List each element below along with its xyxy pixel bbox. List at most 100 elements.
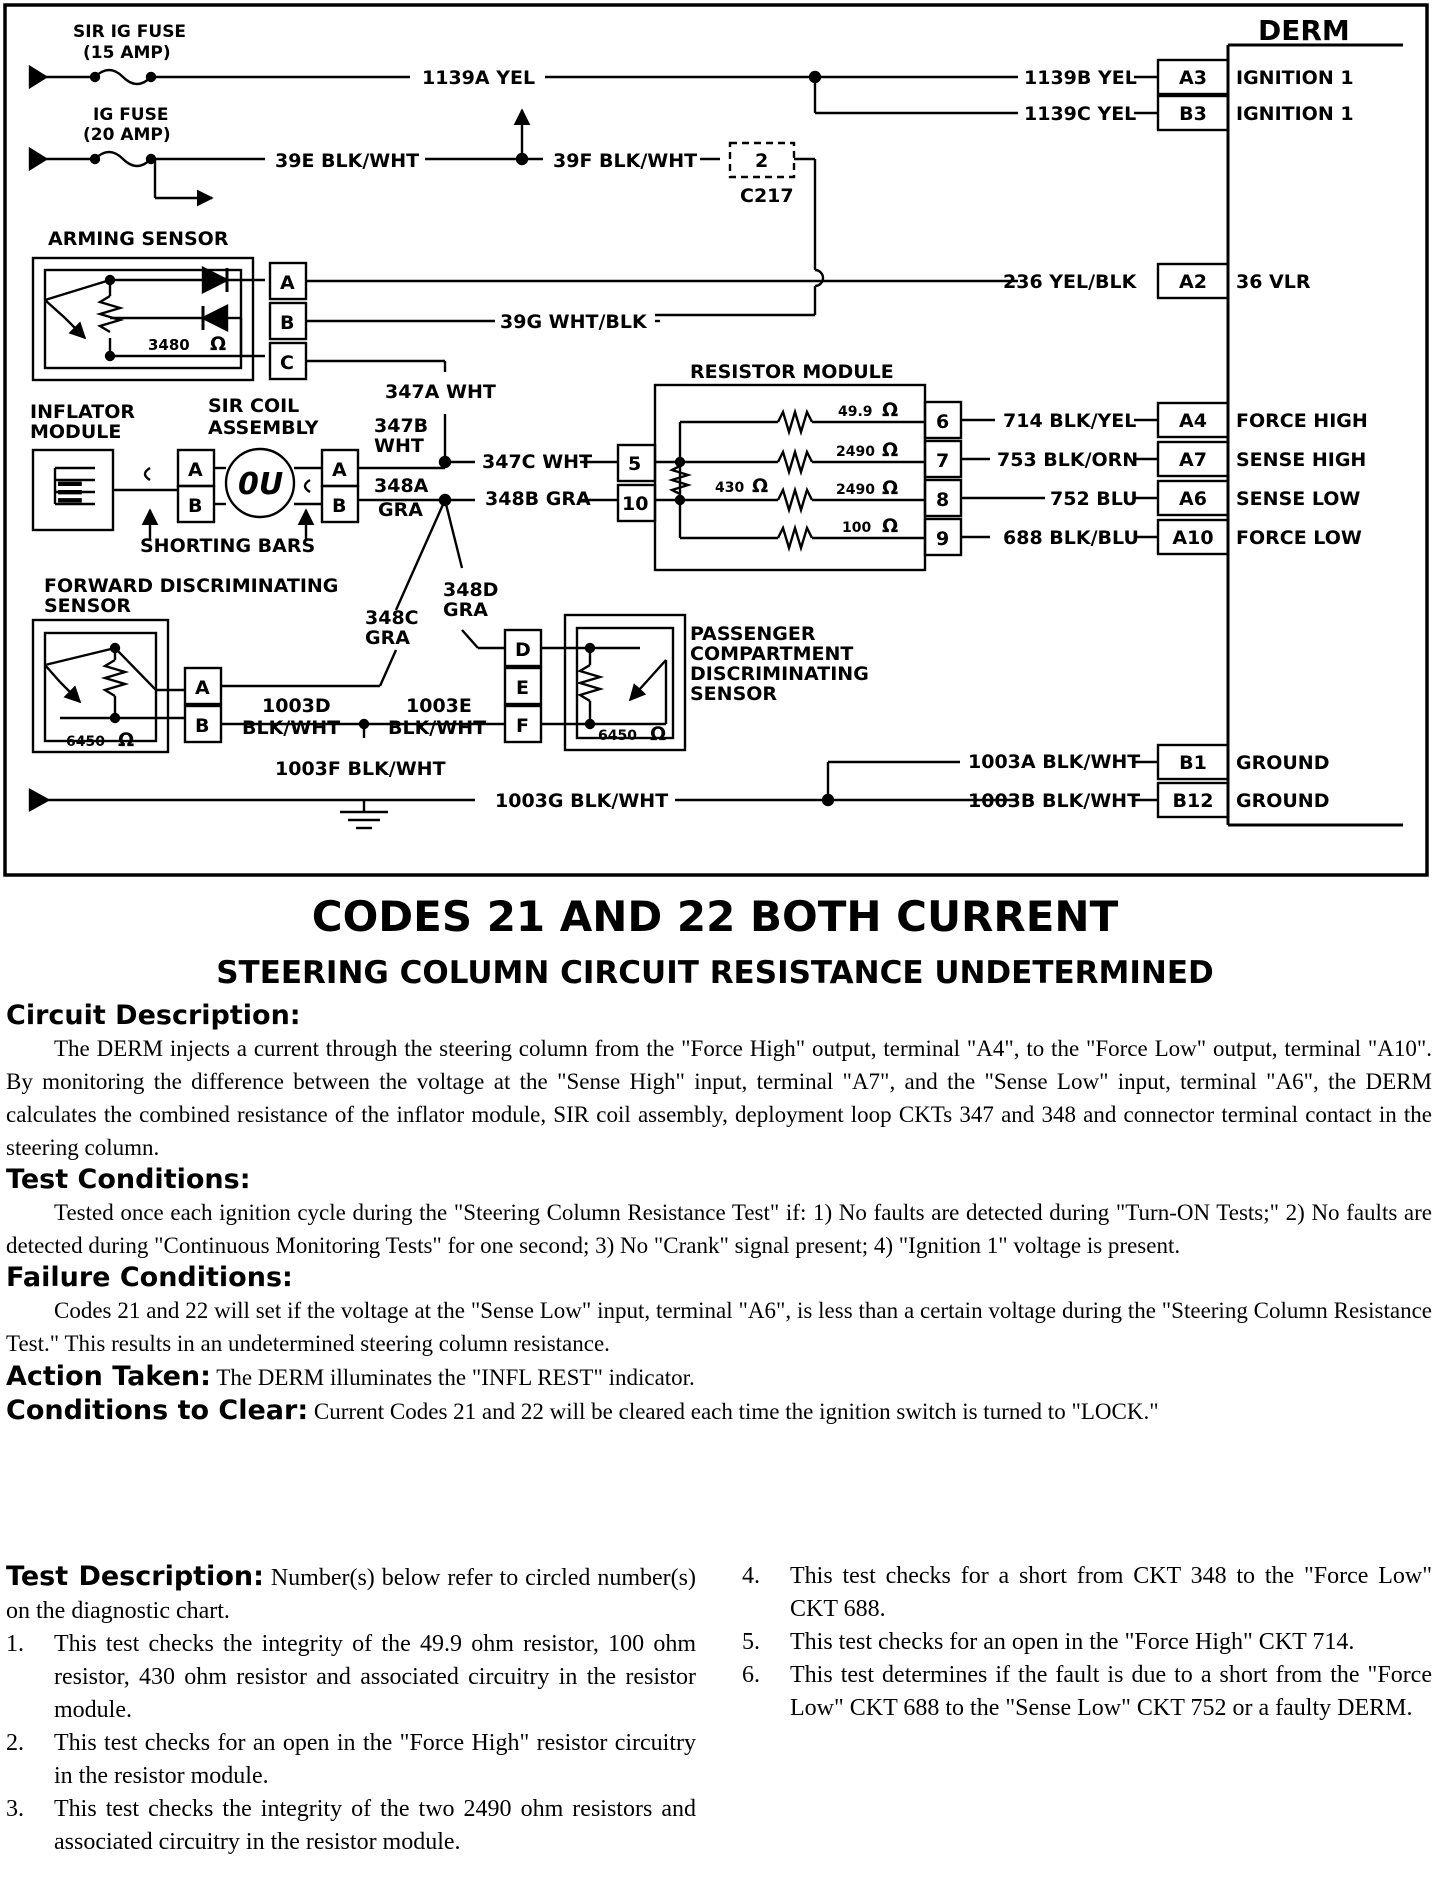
res-pin-7: 7 bbox=[936, 450, 949, 472]
test-item-text: This test checks the integrity of the tw… bbox=[54, 1796, 696, 1855]
test-item-number: 1. bbox=[6, 1631, 24, 1657]
test-item-4: 4. This test checks for a short from CKT … bbox=[742, 1560, 1432, 1626]
test-description-left-column: Test Description: Number(s) below refer … bbox=[6, 1560, 696, 1859]
test-item-number: 4. bbox=[742, 1563, 760, 1589]
wire-714: 714 BLK/YEL bbox=[1003, 410, 1136, 432]
wire-348c-2: GRA bbox=[365, 627, 410, 649]
derm-label-b1: GROUND bbox=[1236, 752, 1329, 774]
sir-ig-fuse-feed bbox=[28, 64, 49, 90]
ground-feed bbox=[28, 787, 51, 813]
r2490b-value: 2490 bbox=[836, 482, 875, 498]
circuit-description-section: Circuit Description: The DERM injects a … bbox=[6, 1000, 1432, 1164]
test-description-right-column: 4. This test checks for a short from CKT … bbox=[742, 1560, 1432, 1725]
forward-ohm: Ω bbox=[118, 729, 134, 751]
test-item-text: This test checks for a short from CKT 34… bbox=[790, 1563, 1432, 1622]
derm-label-b3: IGNITION 1 bbox=[1236, 103, 1354, 125]
derm-pin-a2: A2 bbox=[1179, 271, 1207, 293]
wiring-diagram: DERM SIR IG FUSE (15 AMP) IG FUSE (20 AM… bbox=[3, 3, 1429, 877]
ig-fuse-amp: (20 AMP) bbox=[83, 125, 171, 145]
wire-348d-1: 348D bbox=[443, 579, 498, 601]
test-item-number: 2. bbox=[6, 1730, 24, 1756]
test-item-text: This test checks the integrity of the 49… bbox=[54, 1631, 696, 1723]
forward-pin-b: B bbox=[195, 715, 209, 737]
forward-sensor-label-2: SENSOR bbox=[44, 595, 131, 617]
description-sections: Circuit Description: The DERM injects a … bbox=[6, 1000, 1432, 1428]
wire-39f: 39F BLK/WHT bbox=[553, 150, 697, 172]
wire-1003f: 1003F BLK/WHT bbox=[275, 758, 446, 780]
res-pin-5: 5 bbox=[628, 453, 641, 475]
wire-347c: 347C WHT bbox=[482, 451, 592, 473]
forward-discriminating-sensor bbox=[31, 618, 170, 754]
action-taken-section: Action Taken: The DERM illuminates the "… bbox=[6, 1360, 1432, 1394]
derm-label-a10: FORCE LOW bbox=[1236, 527, 1362, 549]
derm-pin-b12: B12 bbox=[1173, 790, 1214, 812]
res-pin-9: 9 bbox=[936, 528, 949, 550]
wire-348c-1: 348C bbox=[365, 607, 419, 629]
r2490b-ohm: Ω bbox=[882, 477, 898, 499]
passenger-sensor-label-2: COMPARTMENT bbox=[690, 643, 853, 665]
page-title: CODES 21 AND 22 BOTH CURRENT bbox=[311, 892, 1119, 941]
conditions-to-clear-text: Current Codes 21 and 22 will be cleared … bbox=[313, 1399, 1159, 1424]
derm-pin-a10: A10 bbox=[1172, 527, 1213, 549]
sir-coil-label-2: ASSEMBLY bbox=[208, 417, 319, 439]
r49-value: 49.9 bbox=[838, 404, 873, 420]
wire-1139b: 1139B YEL bbox=[1024, 67, 1137, 89]
failure-conditions-heading: Failure Conditions: bbox=[6, 1262, 293, 1293]
passenger-sensor-label-4: SENSOR bbox=[690, 683, 777, 705]
test-item-3: 3.This test checks the integrity of the … bbox=[6, 1793, 696, 1859]
wire-348a-2: GRA bbox=[378, 499, 423, 521]
coil-pin-b: B bbox=[332, 495, 346, 517]
wire-1003b: 1003B BLK/WHT bbox=[968, 790, 1140, 812]
circuit-description-text: The DERM injects a current through the s… bbox=[6, 1036, 1432, 1160]
ig-fuse-feed bbox=[28, 146, 49, 172]
test-conditions-heading: Test Conditions: bbox=[6, 1164, 251, 1195]
test-conditions-section: Test Conditions: Tested once each igniti… bbox=[6, 1164, 1432, 1262]
r2490a-value: 2490 bbox=[836, 444, 875, 460]
wire-347b-2: WHT bbox=[374, 435, 424, 457]
res-pin-10: 10 bbox=[622, 493, 648, 515]
c217-name: C217 bbox=[740, 185, 794, 207]
arming-pin-b: B bbox=[280, 312, 294, 334]
derm-label: DERM bbox=[1258, 14, 1350, 47]
sir-coil-icon bbox=[224, 447, 296, 519]
wire-1139a: 1139A YEL bbox=[422, 67, 535, 89]
r49-ohm: Ω bbox=[882, 399, 898, 421]
passenger-ohm: Ω bbox=[650, 723, 666, 745]
r100-value: 100 bbox=[842, 520, 871, 536]
res-pin-8: 8 bbox=[936, 489, 949, 511]
ohm-symbol: Ω bbox=[210, 333, 226, 355]
circuit-description-heading: Circuit Description: bbox=[6, 1000, 301, 1031]
inflator-module-label-2: MODULE bbox=[30, 421, 121, 443]
arming-pin-c: C bbox=[280, 352, 294, 374]
r430-ohm: Ω bbox=[752, 475, 768, 497]
passenger-compartment-sensor bbox=[563, 613, 687, 752]
sir-ig-fuse-amp: (15 AMP) bbox=[83, 43, 171, 63]
diagram-frame bbox=[3, 3, 1429, 877]
r430-value: 430 bbox=[715, 480, 744, 496]
passenger-sensor-label-3: DISCRIMINATING bbox=[690, 663, 869, 685]
test-description-intro: Test Description: Number(s) below refer … bbox=[6, 1560, 696, 1628]
arming-resistor-value: 3480 bbox=[148, 336, 190, 354]
wire-1003d-1: 1003D bbox=[262, 695, 331, 717]
wire-1139c: 1139C YEL bbox=[1024, 103, 1136, 125]
derm-label-a6: SENSE LOW bbox=[1236, 488, 1360, 510]
r2490a-ohm: Ω bbox=[882, 439, 898, 461]
wire-688: 688 BLK/BLU bbox=[1003, 527, 1139, 549]
passenger-pin-e: E bbox=[516, 677, 529, 699]
sir-ig-fuse-label: SIR IG FUSE bbox=[73, 22, 186, 42]
inflator-module-label-1: INFLATOR bbox=[30, 401, 135, 423]
derm-label-a3: IGNITION 1 bbox=[1236, 67, 1354, 89]
conditions-to-clear-heading: Conditions to Clear: bbox=[6, 1395, 309, 1426]
res-pin-6: 6 bbox=[936, 411, 949, 433]
forward-sensor-label-1: FORWARD DISCRIMINATING bbox=[44, 575, 338, 597]
arming-sensor bbox=[31, 256, 255, 382]
test-item-text: This test determines if the fault is due… bbox=[790, 1662, 1432, 1721]
passenger-pin-d: D bbox=[515, 639, 531, 661]
action-taken-text: The DERM illuminates the "INFL REST" ind… bbox=[216, 1365, 695, 1390]
failure-conditions-text: Codes 21 and 22 will set if the voltage … bbox=[6, 1298, 1432, 1356]
test-item-number: 5. bbox=[742, 1629, 760, 1655]
wire-1003a: 1003A BLK/WHT bbox=[968, 751, 1140, 773]
resistor-module-label: RESISTOR MODULE bbox=[690, 361, 894, 383]
derm-label-a2: 36 VLR bbox=[1236, 271, 1311, 293]
page-subtitle: STEERING COLUMN CIRCUIT RESISTANCE UNDET… bbox=[216, 955, 1214, 991]
